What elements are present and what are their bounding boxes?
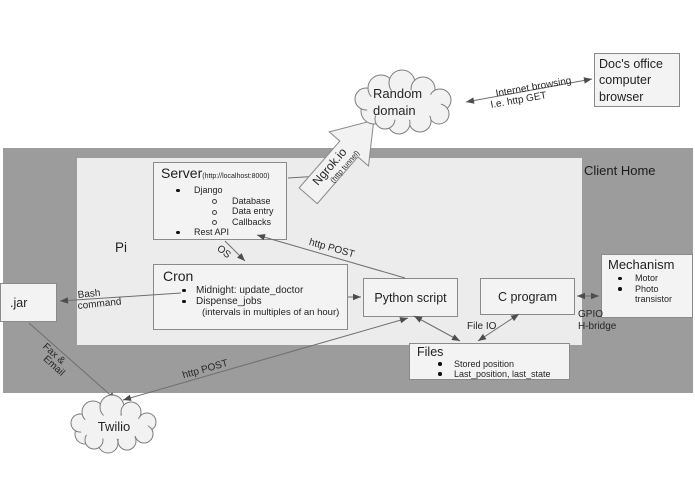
- doc-browser-label: Doc's office computer browser: [599, 57, 663, 104]
- list-item: Django: [154, 185, 286, 196]
- c-program-box: C program: [480, 278, 575, 315]
- bullet-icon: [176, 230, 180, 234]
- list-item-label: Data entry: [232, 206, 274, 216]
- list-item: Motor: [602, 273, 692, 284]
- twilio-cloud: Twilio: [70, 394, 157, 454]
- random-domain-label-line2: domain: [373, 103, 416, 118]
- list-item-label: Midnight: update_doctor: [196, 285, 304, 296]
- server-title: Server(http://localhost:8000): [154, 163, 286, 185]
- list-item-label: Motor: [635, 273, 659, 283]
- list-item-label: Photo transistor: [635, 283, 673, 305]
- list-item: Midnight: update_doctor: [154, 285, 347, 296]
- bullet-icon: [182, 299, 186, 303]
- list-item-label: Database: [232, 195, 271, 206]
- bullet-icon: [212, 220, 218, 226]
- list-item-label: Dispense_jobs: [196, 296, 262, 307]
- cron-note: (intervals in multiples of an hour): [202, 307, 340, 318]
- doc-browser-box: Doc's office computer browser: [594, 53, 680, 107]
- cron-box: Cron Midnight: update_doctor Dispense_jo…: [153, 264, 348, 330]
- bullet-icon: [618, 287, 622, 291]
- list-item-label: Django: [194, 185, 223, 195]
- bullet-icon: [438, 372, 442, 376]
- bullet-icon: [618, 276, 622, 280]
- twilio-label: Twilio: [98, 419, 131, 434]
- c-program-label: C program: [497, 289, 558, 304]
- random-domain-label-line1: Random: [373, 86, 422, 101]
- list-item-label: Stored position: [454, 359, 515, 369]
- cron-title: Cron: [163, 268, 194, 284]
- bullet-icon: [438, 362, 442, 366]
- server-box: Server(http://localhost:8000) Django Dat…: [153, 162, 287, 240]
- mechanism-title: Mechanism: [608, 257, 675, 272]
- list-item-label: Callbacks: [232, 216, 272, 227]
- pi-label: Pi: [115, 240, 128, 255]
- mechanism-box: Mechanism Motor Photo transistor: [601, 254, 693, 318]
- bullet-icon: [176, 188, 180, 192]
- python-script-label: Python script: [374, 290, 447, 305]
- list-item: Data entry: [154, 206, 286, 217]
- random-domain-cloud: Random domain: [354, 69, 452, 135]
- jar-label: .jar: [10, 295, 28, 310]
- list-item: Callbacks: [154, 217, 286, 228]
- python-script-box: Python script: [363, 278, 458, 317]
- edge-label-http-get: I.e. http GET: [490, 90, 548, 111]
- files-box: Files Stored position Last_position, las…: [409, 343, 570, 380]
- files-title: Files: [417, 345, 444, 359]
- client-home-label: Client Home: [584, 163, 656, 178]
- bullet-icon: [212, 209, 218, 215]
- list-item: Photo transistor: [602, 284, 692, 305]
- jar-box: .jar: [0, 283, 57, 322]
- server-url: (http://localhost:8000): [202, 173, 270, 180]
- list-item-label: Rest API: [194, 227, 230, 237]
- list-item: Last_position, last_state: [410, 369, 569, 379]
- list-item: Dispense_jobs: [154, 296, 347, 307]
- server-title-text: Server: [161, 165, 203, 181]
- edge-browser-domain: [465, 77, 593, 104]
- edge-label-internet-browsing: Internet browsing: [495, 75, 572, 99]
- list-item-label: Last_position, last_state: [454, 369, 551, 379]
- list-item: Stored position: [410, 359, 569, 369]
- bullet-icon: [212, 199, 218, 205]
- list-item: Database: [154, 196, 286, 207]
- bullet-icon: [182, 288, 186, 292]
- list-item: Rest API: [154, 227, 286, 238]
